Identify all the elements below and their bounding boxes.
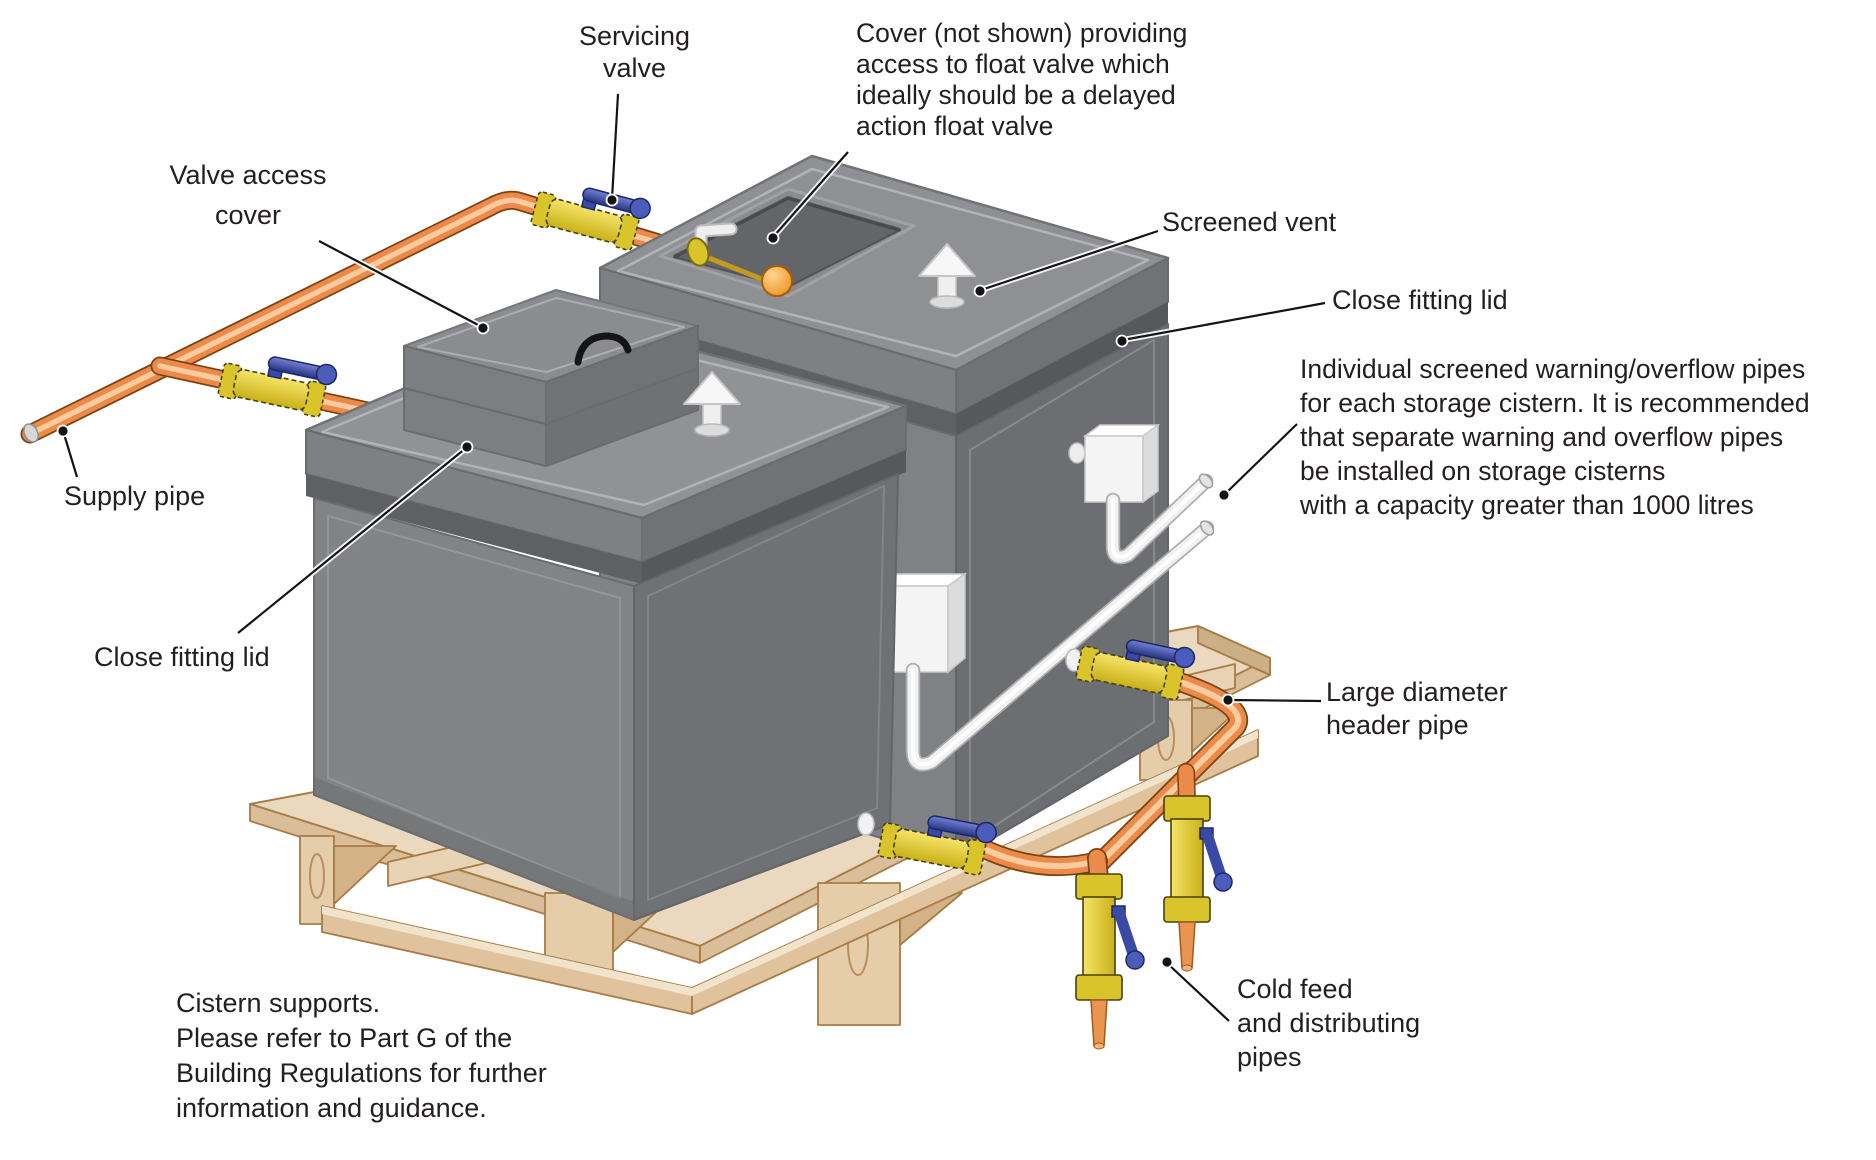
leader-valve-access-cover bbox=[317, 238, 490, 335]
label-overflow-note: Individual screened warning/overflow pip… bbox=[1300, 354, 1810, 520]
leader-screened-vent bbox=[973, 228, 1159, 298]
leader-cover-note bbox=[766, 150, 851, 245]
float-valve bbox=[686, 222, 793, 297]
label-cistern-supports: Cistern supports. Please refer to Part G… bbox=[176, 988, 547, 1123]
label-close-fitting-lid-right: Close fitting lid bbox=[1332, 285, 1508, 315]
leader-overflow-note bbox=[1217, 421, 1300, 502]
lid-handle bbox=[574, 332, 632, 366]
label-close-fitting-lid-left: Close fitting lid bbox=[94, 642, 270, 672]
leader-servicing-valve bbox=[605, 93, 621, 207]
leader-header-pipe bbox=[1221, 693, 1322, 707]
label-cover-note: Cover (not shown) providing access to fl… bbox=[856, 18, 1188, 141]
label-screened-vent: Screened vent bbox=[1162, 207, 1337, 237]
leader-cold-feed bbox=[1160, 955, 1232, 1024]
label-servicing-valve: Servicing valve bbox=[578, 21, 691, 83]
label-header-pipe: Large diameter header pipe bbox=[1326, 677, 1508, 740]
overflow-pipe-lower bbox=[905, 520, 1215, 772]
leader-close-fitting-lid-right bbox=[1115, 300, 1326, 348]
label-valve-access-cover: Valve access cover bbox=[169, 160, 327, 230]
label-cold-feed: Cold feed and distributing pipes bbox=[1237, 974, 1421, 1072]
servicing-valve-lower bbox=[216, 342, 340, 420]
valve-access-cover bbox=[403, 289, 699, 467]
header-and-cold-feed-pipework bbox=[857, 625, 1248, 1049]
cold-feed-valve-1 bbox=[1076, 874, 1144, 1049]
servicing-valve-upper bbox=[529, 171, 654, 254]
cold-feed-valve-2 bbox=[1164, 796, 1232, 971]
leader-lines bbox=[56, 93, 1326, 1024]
overflow-pipe-upper bbox=[1105, 473, 1214, 565]
supply-pipe bbox=[20, 190, 672, 444]
leader-close-fitting-lid-left bbox=[236, 440, 474, 636]
float-ball bbox=[761, 265, 793, 297]
cistern-front bbox=[304, 289, 908, 921]
label-supply-pipe: Supply pipe bbox=[64, 481, 206, 511]
leader-supply-pipe bbox=[56, 424, 80, 478]
